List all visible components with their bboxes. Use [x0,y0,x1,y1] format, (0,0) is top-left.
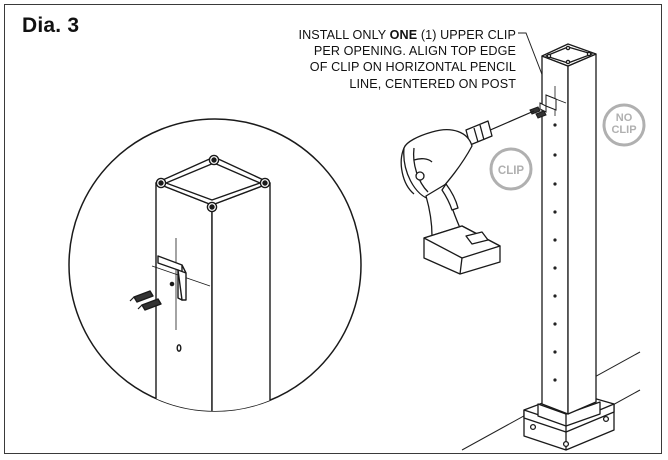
note-line1-a: INSTALL ONLY [298,28,390,42]
upper-clip [529,86,567,119]
power-drill [400,110,535,275]
no-clip-badge-line1: NO [616,112,633,124]
note-line4: LINE, CENTERED ON POST [349,76,516,91]
clip-badge: CLIP [489,147,533,191]
no-clip-badge-line2: CLIP [611,124,636,136]
note-line3: OF CLIP ON HORIZONTAL PENCIL [309,60,516,75]
detail-magnifier [68,118,362,412]
leader-line [518,32,549,91]
installation-note: INSTALL ONLY ONE (1) UPPER CLIP PER OPEN… [226,27,516,92]
note-line1-bold: ONE [389,28,418,42]
figure-title: Dia. 3 [22,14,80,37]
post-holes [553,123,557,382]
tall-post [523,43,615,451]
note-line2: PER OPENING. ALIGN TOP EDGE [313,44,516,59]
figure-frame [4,4,662,454]
no-clip-badge: NO CLIP [602,103,646,147]
note-line1-b: (1) UPPER CLIP [417,28,516,42]
clip-badge-text: CLIP [498,165,525,177]
